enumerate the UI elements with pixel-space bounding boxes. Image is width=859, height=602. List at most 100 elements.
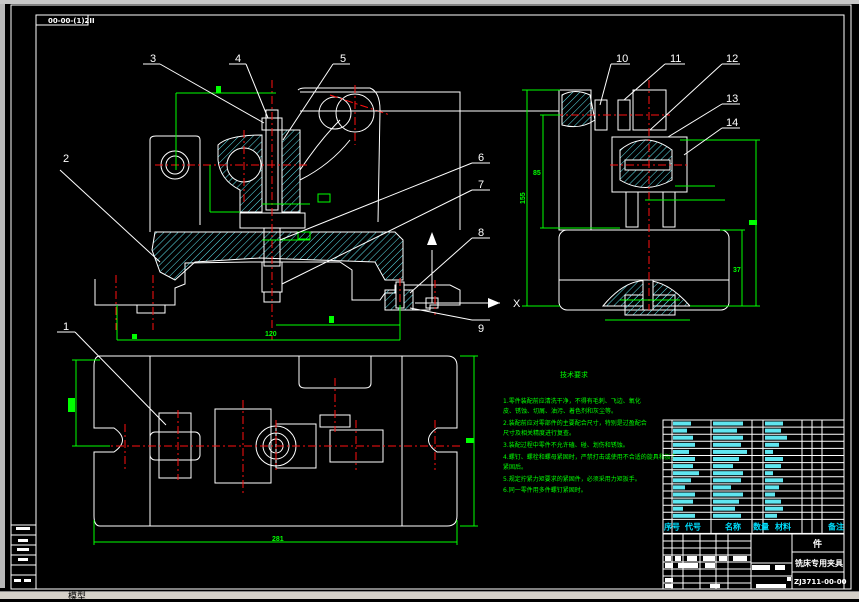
tech-req-heading: 技术要求 [560, 370, 588, 379]
axis-x-symbol: X [513, 298, 521, 310]
bom-row-code [673, 442, 695, 447]
balloon-3: 3 [150, 53, 156, 65]
part-label: 件 [813, 538, 822, 550]
plan-view-dimensions: 281 [68, 355, 478, 545]
bom-row-code [673, 513, 695, 518]
tech-req-line: 4.螺钉、螺栓和螺母紧固时，严禁打击或使用不合适的旋具和扳手。 [503, 453, 683, 461]
bom-row-material [765, 499, 781, 504]
bom-row-material [765, 428, 781, 433]
bom-row-name [713, 478, 741, 483]
bom-header: 备注 [827, 521, 844, 531]
tab-model[interactable]: 模型 [68, 592, 87, 602]
layout-tab-bar: 模型 [0, 591, 859, 602]
cad-left-toolbar[interactable] [0, 4, 5, 588]
bom-row-name [713, 492, 743, 497]
dim-side-height: 155 [520, 192, 527, 204]
bom-row-name [713, 442, 741, 447]
balloon-8: 8 [478, 227, 484, 239]
bom-row-name [713, 485, 731, 490]
bom-row-material [765, 435, 787, 440]
bom-row-name [713, 421, 743, 426]
tech-req-line: 3.装配过程中零件不允许磕、碰、划伤和锈蚀。 [503, 441, 629, 449]
bom-row-material [765, 449, 773, 454]
bom-row-name [713, 499, 739, 504]
bom-row-code [673, 435, 693, 440]
bom-row-code [673, 499, 693, 504]
balloon-9: 9 [478, 323, 484, 335]
bom-row-material [765, 478, 783, 483]
frame-code-box [35, 14, 89, 26]
bom-row-material [765, 471, 773, 476]
front-view-dimensions: 120 [116, 86, 401, 341]
bom-row-material [765, 485, 779, 490]
bom-row-code [673, 464, 693, 469]
balloon-5: 5 [340, 53, 346, 65]
left-revision-strip [10, 524, 37, 590]
front-view: X [94, 80, 521, 340]
tech-req-line: 尺寸及相关精度进行复查。 [503, 429, 575, 437]
tech-req-line: 紧固后。 [503, 463, 527, 471]
tech-req-line: 1.零件装配前应清洗干净，不得有毛刺、飞边、氧化 [503, 397, 641, 405]
dim-front-overall: 120 [265, 331, 277, 338]
bom-row-name [713, 506, 735, 511]
side-view [300, 80, 730, 316]
bom-row-code [673, 478, 691, 483]
dim-plan-width: 281 [272, 536, 284, 543]
balloon-7: 7 [478, 179, 484, 191]
bom-header: 材料 [775, 521, 791, 531]
balloon-14: 14 [726, 117, 738, 129]
bom-row-code [673, 428, 687, 433]
bom-row-name [713, 471, 743, 476]
bom-header: 序号 [664, 521, 680, 531]
bom-row-name [713, 449, 747, 454]
balloon-10: 10 [616, 53, 628, 65]
bom-row-code [673, 492, 695, 497]
tech-req-line: 2.装配前应对零部件的主要配合尺寸，特别是过盈配合 [503, 419, 647, 427]
balloon-2: 2 [63, 153, 69, 165]
balloon-1: 1 [63, 321, 69, 333]
bom-row-material [765, 506, 783, 511]
bom-row-material [765, 457, 783, 461]
tech-req-line: 6.同一零件用多件螺钉紧固时。 [503, 486, 587, 494]
bom-header: 代号 [684, 521, 701, 531]
balloon-4: 4 [235, 53, 241, 65]
bom-row-name [713, 435, 743, 440]
bom-row-material [765, 513, 777, 518]
plan-view [93, 355, 462, 527]
bom-header: 名称 [725, 521, 741, 531]
bom-row-code [673, 485, 685, 490]
balloon-11: 11 [670, 53, 681, 65]
cad-title-strip [0, 0, 859, 4]
technical-requirements: 技术要求 1.零件装配前应清洗干净，不得有毛刺、飞边、氧化 皮、锈蚀、切屑、油污… [503, 370, 683, 494]
balloon-leaders [57, 63, 740, 426]
tech-req-line: 皮、锈蚀、切屑、油污、着色剂和灰尘等。 [503, 407, 617, 415]
dim-side-lower: 37 [733, 267, 741, 274]
bom-row-name [713, 457, 739, 461]
bom-row-name [713, 513, 741, 518]
dim-side-upper: 85 [533, 170, 541, 177]
bom-row-code [673, 421, 691, 426]
bom-row-name [713, 464, 733, 469]
balloon-12: 12 [726, 53, 738, 65]
bom-row-code [673, 471, 699, 476]
bom-row-code [673, 457, 695, 461]
bom-row-name [713, 428, 737, 433]
bom-row-code [673, 506, 683, 511]
frame-code: 00-00-(1)2II [48, 17, 95, 25]
tech-req-line: 5.规定拧紧力矩要求的紧固件，必须采用力矩扳手。 [503, 475, 641, 483]
balloon-6: 6 [478, 152, 484, 164]
bom-row-code [673, 449, 689, 454]
bom-row-material [765, 492, 775, 497]
bom-header: 数量 [753, 521, 769, 531]
title-block: 件 铣床专用夹具 ZJ3711-00-00 [662, 533, 847, 590]
bom-row-material [765, 421, 783, 426]
drawing-number: ZJ3711-00-00 [794, 578, 847, 586]
bill-of-materials: 序号代号 名称 数量材料 备注 [662, 419, 845, 534]
bom-row-material [765, 442, 779, 447]
drawing-title: 铣床专用夹具 [795, 558, 843, 568]
balloon-13: 13 [726, 93, 738, 105]
inner-border [35, 14, 845, 590]
bom-row-material [765, 464, 781, 469]
side-view-dimensions: 155 85 37 [520, 89, 760, 321]
